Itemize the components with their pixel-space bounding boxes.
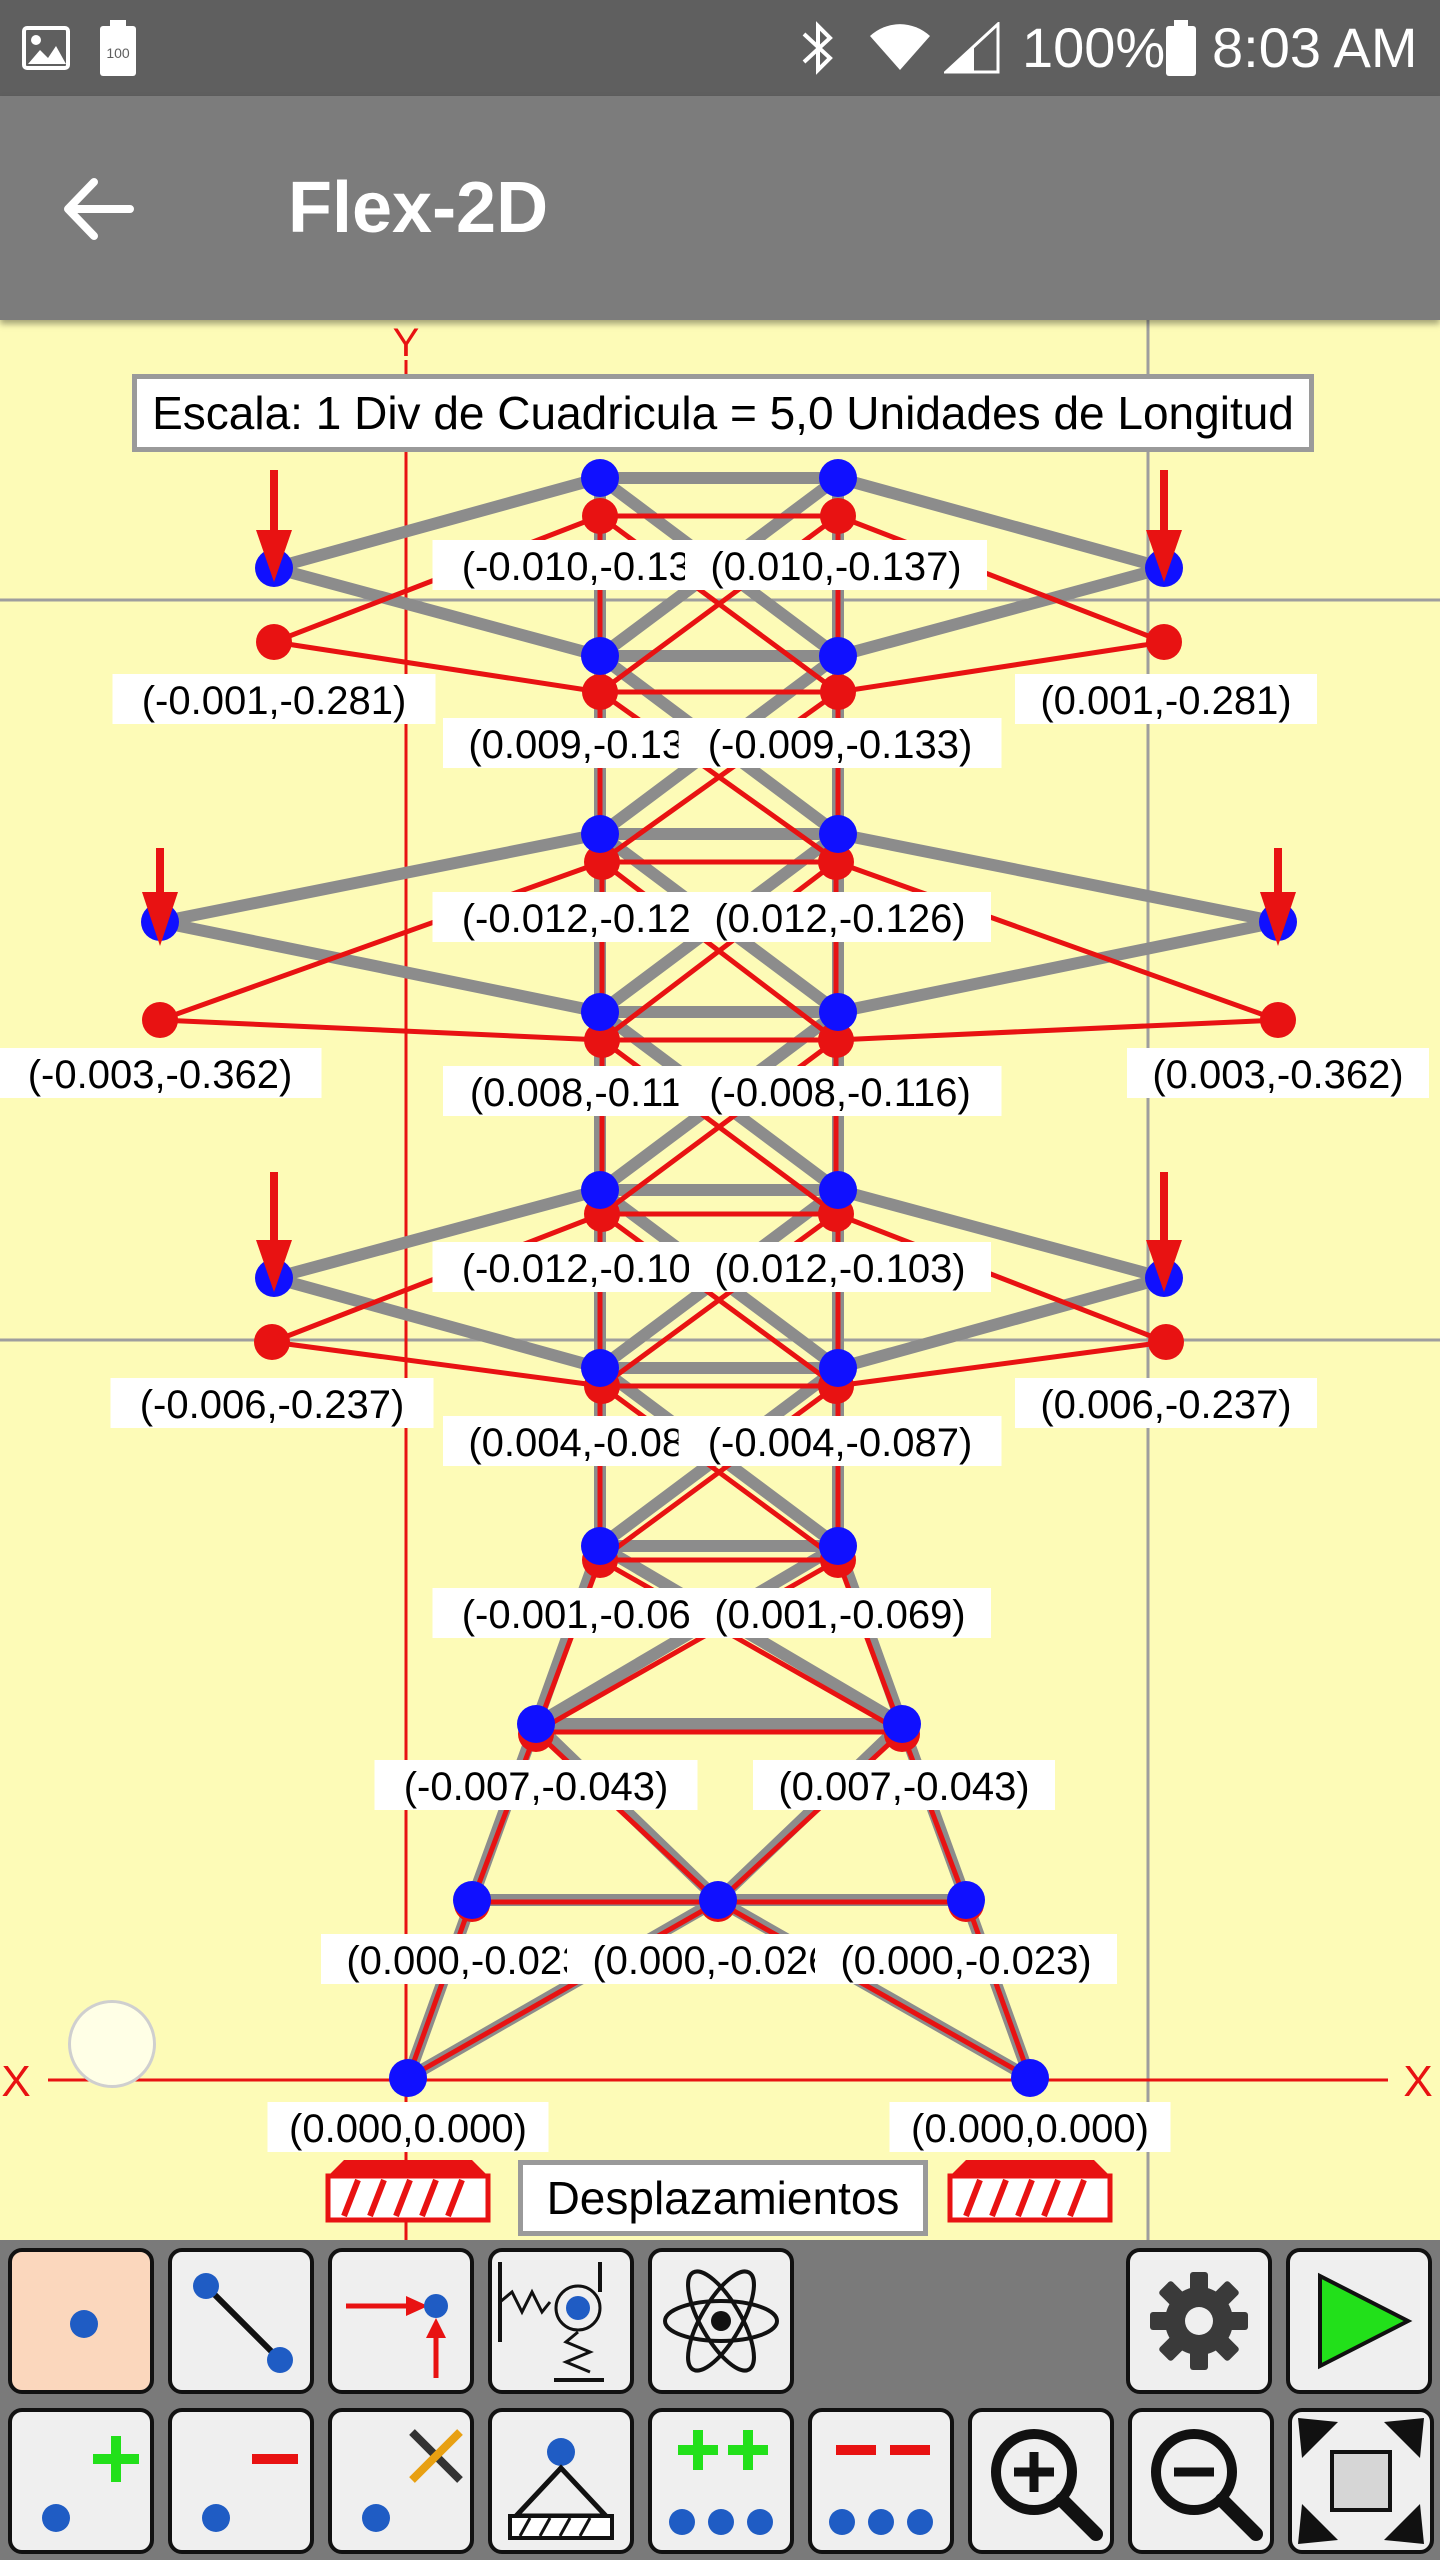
- displacement-label-bg: [815, 1934, 1117, 1984]
- displacement-label: (0.000,0.000): [289, 2107, 527, 2151]
- displacement-label-bg: [0, 1048, 322, 1098]
- displacement-label-bg: [112, 674, 436, 724]
- y-axis-label: Y: [393, 321, 420, 365]
- displacement-label: (-0.010,-0.137): [462, 545, 727, 589]
- displacement-label-bg: [1127, 1048, 1429, 1098]
- fit-view-button[interactable]: [1288, 2408, 1434, 2554]
- displacement-label: (-0.008,-0.116): [709, 1071, 971, 1115]
- displacement-label: (0.006,-0.237): [1040, 1383, 1291, 1427]
- displacement-label-bg: [685, 540, 987, 590]
- displacement-label: (0.004,-0.087): [468, 1421, 719, 1465]
- delete-multiple-nodes-button[interactable]: [808, 2408, 954, 2554]
- displacement-label-bg: [678, 718, 1002, 768]
- clock: 8:03 AM: [1212, 16, 1418, 79]
- displacement-label-bg: [267, 2102, 549, 2152]
- zoom-out-button[interactable]: [1128, 2408, 1274, 2554]
- displacement-label: (0.000,-0.026): [592, 1939, 843, 1983]
- pinned-support-right: [947, 2160, 1113, 2223]
- signal-icon: [944, 22, 1000, 74]
- displacement-label-bg: [678, 1416, 1002, 1466]
- displacement-label-bg: [689, 1242, 991, 1292]
- displacement-label: (0.012,-0.103): [714, 1247, 965, 1291]
- displacement-label: (-0.001,-0.281): [142, 679, 407, 723]
- battery-percent: 100%: [1022, 16, 1166, 79]
- draw-element-tool[interactable]: [168, 2248, 314, 2394]
- displacement-label-bg: [1015, 674, 1317, 724]
- toolbar: [0, 2240, 1440, 2560]
- displacement-label: (-0.012,-0.126): [462, 897, 727, 941]
- app-bar: Flex-2D: [0, 96, 1440, 320]
- svg-text:100: 100: [106, 45, 130, 61]
- displacement-label: (0.012,-0.126): [714, 897, 965, 941]
- displacement-label: (0.009,-0.133): [468, 723, 719, 767]
- structure-drawing[interactable]: Y X X (-0.010,-0.137)(0.010,-0.137)(-0.0…: [0, 320, 1440, 2240]
- battery-icon: [1166, 20, 1196, 76]
- status-bar: 100 100% 8:03 AM: [0, 0, 1440, 96]
- gallery-icon: [22, 26, 70, 70]
- displacement-label-bg: [110, 1378, 434, 1428]
- displacement-label: (-0.007,-0.043): [404, 1765, 669, 1809]
- nodes[interactable]: [141, 459, 1297, 2097]
- load-tool[interactable]: [328, 2248, 474, 2394]
- displacement-labels: (-0.010,-0.137)(0.010,-0.137) (-0.001,-0.…: [0, 540, 1429, 2152]
- battery-saver-icon: 100: [100, 20, 136, 76]
- displacement-label: (-0.012,-0.103): [462, 1247, 727, 1291]
- x-axis-label-left: X: [1, 2057, 30, 2106]
- displacement-label: (0.000,0.000): [911, 2107, 1149, 2151]
- displacement-label-bg: [753, 1760, 1055, 1810]
- run-button[interactable]: [1286, 2248, 1432, 2394]
- edit-node-button[interactable]: [328, 2408, 474, 2554]
- displacement-label: (0.001,-0.281): [1040, 679, 1291, 723]
- displacement-label: (0.000,-0.023): [346, 1939, 597, 1983]
- displacement-label-bg: [689, 1588, 991, 1638]
- displacement-label-bg: [889, 2102, 1171, 2152]
- bluetooth-icon: [802, 21, 833, 75]
- displacement-label-bg: [1015, 1378, 1317, 1428]
- add-multiple-nodes-button[interactable]: [648, 2408, 794, 2554]
- displacement-label-bg: [678, 1066, 1002, 1116]
- add-node-button[interactable]: [8, 2408, 154, 2554]
- select-node-tool[interactable]: [8, 2248, 154, 2394]
- displacement-label: (0.007,-0.043): [778, 1765, 1029, 1809]
- arrow-back-icon[interactable]: [60, 176, 134, 242]
- settings-button[interactable]: [1126, 2248, 1272, 2394]
- displacement-label: (0.008,-0.116): [470, 1071, 718, 1115]
- axes: [48, 360, 1388, 2240]
- mode-label: Desplazamientos: [518, 2160, 928, 2236]
- displacement-label: (-0.004,-0.087): [708, 1421, 973, 1465]
- displacement-label: (-0.006,-0.237): [140, 1383, 405, 1427]
- displacement-label: (0.010,-0.137): [710, 545, 961, 589]
- material-properties-tool[interactable]: [648, 2248, 794, 2394]
- x-axis-label-right: X: [1403, 2057, 1432, 2106]
- wifi-icon: [870, 24, 930, 70]
- displacement-label: (0.000,-0.023): [840, 1939, 1091, 1983]
- app-title: Flex-2D: [288, 168, 549, 248]
- scale-label: Escala: 1 Div de Cuadricula = 5,0 Unidad…: [132, 374, 1314, 452]
- displacement-label: (-0.001,-0.069): [462, 1593, 727, 1637]
- add-support-button[interactable]: [488, 2408, 634, 2554]
- displacement-label: (-0.003,-0.362): [28, 1053, 293, 1097]
- zoom-in-button[interactable]: [968, 2408, 1114, 2554]
- displacement-label-bg: [689, 892, 991, 942]
- structure-canvas[interactable]: Y X X (-0.010,-0.137)(0.010,-0.137)(-0.0…: [0, 320, 1440, 2240]
- pinned-support-left: [325, 2160, 491, 2223]
- displacement-label: (0.001,-0.069): [714, 1593, 965, 1637]
- support-spring-tool[interactable]: [488, 2248, 634, 2394]
- displacement-label-bg: [374, 1760, 698, 1810]
- displacement-label: (-0.009,-0.133): [708, 723, 973, 767]
- displacement-label: (0.003,-0.362): [1152, 1053, 1403, 1097]
- touch-indicator: [68, 2000, 156, 2088]
- load-arrows: [142, 470, 1296, 1292]
- delete-node-button[interactable]: [168, 2408, 314, 2554]
